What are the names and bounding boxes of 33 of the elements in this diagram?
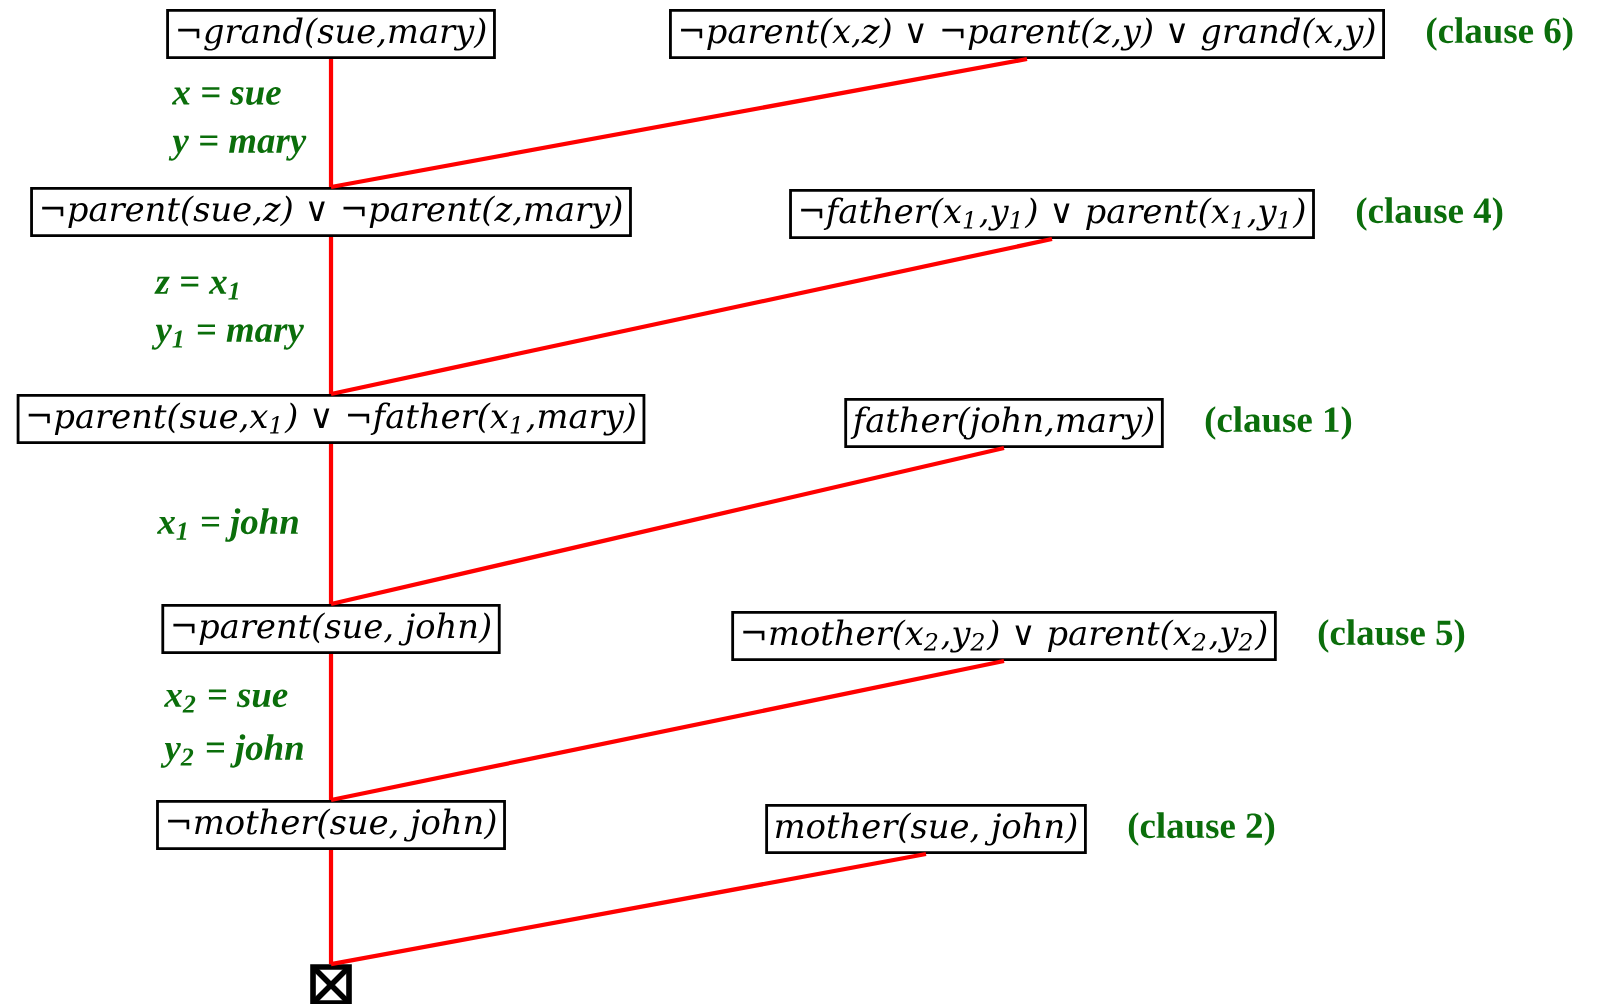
clause-label: (clause 1) [1205,406,1352,440]
resolution-line [328,444,334,604]
clause-box: ¬parent(sue,z) ∨ ¬parent(z,mary) [30,187,632,237]
substitution-label: y$_{1}$ = mary [151,324,304,350]
clause-box: ¬mother(sue, john) [156,800,506,850]
empty-clause-box [310,964,352,1004]
resolution-line [330,56,1028,190]
resolution-line [330,851,927,967]
resolution-line [330,658,1005,803]
clause-label: (clause 2) [1128,812,1275,846]
clause-box: ¬father(x$_{1}$,y$_{1}$) ∨ parent(x$_{1}$,y$_{1}$) [789,189,1315,239]
resolution-line [328,654,334,800]
substitution-label: x$_{2}$ = sue [164,689,288,713]
resolution-line [328,59,334,187]
substitution-label: z = x$_{1}$ [154,276,239,300]
substitution-label: x$_{1}$ = john [157,508,298,542]
substitution-label: y$_{2}$ = john [160,734,303,768]
clause-label: (clause 5) [1318,619,1465,653]
clause-box: ¬parent(x,z) ∨ ¬parent(z,y) ∨ grand(x,y) [669,9,1385,59]
clause-box: father(john,mary) [844,398,1164,448]
clause-box: ¬parent(sue, john) [161,604,501,654]
resolution-line [330,236,1053,397]
clause-box: ¬mother(x$_{2}$,y$_{2}$) ∨ parent(x$_{2}$,y$_{2}$) [731,611,1277,661]
clause-box: ¬parent(sue,x$_{1}$) ∨ ¬father(x$_{1}$,mary) [16,394,646,444]
resolution-line [328,850,334,965]
clause-label: (clause 4) [1356,197,1503,231]
resolution-line [328,237,334,394]
resolution-line [330,445,1005,607]
clause-box: ¬grand(sue,mary) [166,9,496,59]
substitution-label: x = sue [172,87,281,105]
substitution-label: y = mary [168,135,307,161]
clause-box: mother(sue, john) [765,804,1087,854]
clause-label: (clause 6) [1427,17,1573,51]
